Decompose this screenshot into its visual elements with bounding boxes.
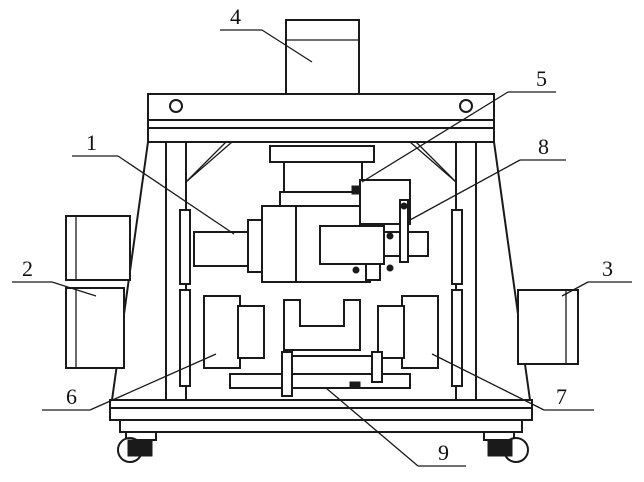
callout-8: 8 bbox=[538, 134, 549, 159]
top-beam bbox=[147, 93, 495, 143]
left-grip bbox=[203, 295, 265, 369]
bottom-base bbox=[109, 399, 533, 433]
right-motor bbox=[517, 289, 579, 365]
callout-4: 4 bbox=[230, 4, 241, 29]
center-drive bbox=[269, 145, 375, 207]
base-slide bbox=[229, 351, 411, 397]
callout-2: 2 bbox=[22, 256, 33, 281]
callout-7: 7 bbox=[556, 384, 567, 409]
right-grip bbox=[377, 295, 439, 369]
callout-6: 6 bbox=[66, 384, 77, 409]
callout-9: 9 bbox=[438, 440, 449, 465]
left-caster bbox=[117, 431, 157, 463]
sensor-probe bbox=[399, 199, 409, 263]
right-caster bbox=[483, 431, 529, 463]
left-motors bbox=[65, 215, 131, 369]
callout-5: 5 bbox=[536, 66, 547, 91]
callout-3: 3 bbox=[602, 256, 613, 281]
center-fixture bbox=[283, 299, 361, 351]
leader-lines bbox=[12, 29, 632, 467]
callout-1: 1 bbox=[86, 130, 97, 155]
top-motor bbox=[285, 19, 360, 95]
